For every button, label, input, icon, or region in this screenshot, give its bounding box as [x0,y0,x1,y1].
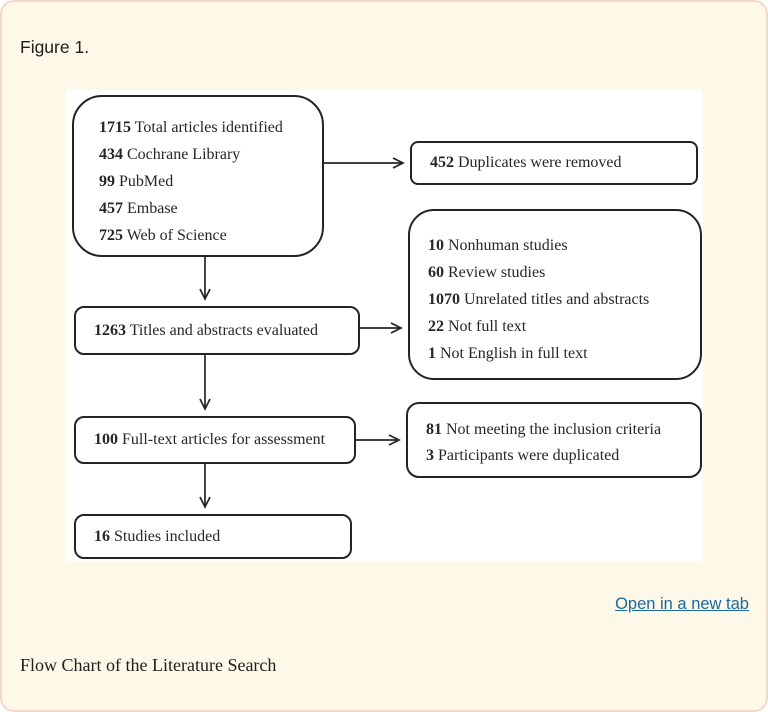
count: 1070 [428,291,460,308]
flow-line: 16 Studies included [94,527,221,545]
count: 16 [94,527,110,545]
flow-line: 434 Cochrane Library [99,146,241,163]
count: 99 [99,173,115,190]
count: 100 [94,431,118,448]
flow-line: 81 Not meeting the inclusion criteria [426,421,662,438]
flow-line: 1 Not English in full text [428,345,588,362]
flow-line: 725 Web of Science [99,227,227,244]
count: 452 [430,154,454,171]
count: 434 [99,146,123,163]
count: 1715 [99,119,131,136]
figure-caption: Flow Chart of the Literature Search [20,655,277,675]
flow-line: 22 Not full text [428,318,527,335]
count: 10 [428,237,444,254]
figure-label: Figure 1. [20,37,90,57]
count: 60 [428,264,444,281]
figure-image[interactable]: 1715 Total articles identified 434 Cochr… [65,90,703,562]
count: 1 [428,345,436,362]
flow-box-titles-evaluated: 1263 Titles and abstracts evaluated [74,306,360,355]
flow-line: 1715 Total articles identified [99,119,283,136]
flow-line: 452 Duplicates were removed [430,154,622,171]
flow-line: 100 Full-text articles for assessment [94,431,326,448]
open-in-new-tab-link[interactable]: Open in a new tab [615,595,749,613]
count: 81 [426,421,442,438]
flow-box-identified: 1715 Total articles identified 434 Cochr… [72,95,324,257]
flow-box-excluded-screening: 10 Nonhuman studies 60 Review studies 10… [408,209,702,380]
flow-line: 10 Nonhuman studies [428,237,568,254]
flow-line: 99 PubMed [99,173,174,190]
flow-line: 1263 Titles and abstracts evaluated [94,321,318,339]
count: 22 [428,318,444,335]
count: 457 [99,200,123,217]
flow-line: 457 Embase [99,200,178,217]
flow-box-excluded-fulltext: 81 Not meeting the inclusion criteria 3 … [406,402,702,478]
flow-line: 3 Participants were duplicated [426,447,620,464]
count: 3 [426,447,434,464]
count: 725 [99,227,123,244]
flow-line: 60 Review studies [428,264,546,281]
flow-line: 1070 Unrelated titles and abstracts [428,291,650,308]
flow-box-included: 16 Studies included [74,514,352,559]
flow-box-fulltext-assessment: 100 Full-text articles for assessment [74,416,356,464]
count: 1263 [94,321,126,339]
flow-box-duplicates: 452 Duplicates were removed [410,141,698,185]
